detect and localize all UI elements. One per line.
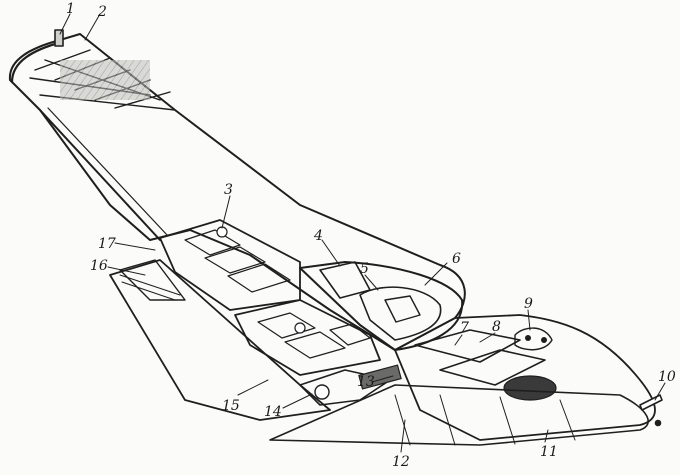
callout-9: 9 bbox=[524, 296, 533, 312]
callout-8: 8 bbox=[492, 319, 501, 335]
fuel-tank-bay bbox=[159, 219, 301, 311]
callout-6: 6 bbox=[452, 251, 461, 267]
leader-lines bbox=[59, 13, 666, 453]
landing-gear-well bbox=[299, 261, 464, 351]
callout-10: 10 bbox=[658, 369, 676, 385]
callout-3: 3 bbox=[224, 182, 233, 198]
callout-2: 2 bbox=[97, 4, 107, 20]
tip-rib-structure bbox=[10, 40, 176, 111]
wing-tip-fittings bbox=[54, 29, 663, 427]
callout-1: 1 bbox=[66, 1, 75, 17]
inboard-section bbox=[394, 314, 656, 441]
callout-17: 17 bbox=[98, 236, 116, 252]
front-spar bbox=[39, 109, 161, 241]
wing-upper-skin bbox=[8, 33, 466, 351]
callout-13: 13 bbox=[357, 374, 375, 390]
callout-12: 12 bbox=[392, 454, 410, 470]
callout-16: 16 bbox=[90, 258, 108, 274]
callout-11: 11 bbox=[540, 444, 558, 460]
callout-15: 15 bbox=[222, 398, 240, 414]
callout-5: 5 bbox=[360, 261, 369, 277]
inner-tank-bay bbox=[234, 299, 381, 376]
gear-wheel-opening bbox=[503, 375, 557, 401]
callout-7: 7 bbox=[460, 320, 469, 336]
callout-14: 14 bbox=[264, 404, 282, 420]
callout-4: 4 bbox=[313, 228, 323, 244]
trailing-edge-flaps bbox=[109, 259, 649, 446]
